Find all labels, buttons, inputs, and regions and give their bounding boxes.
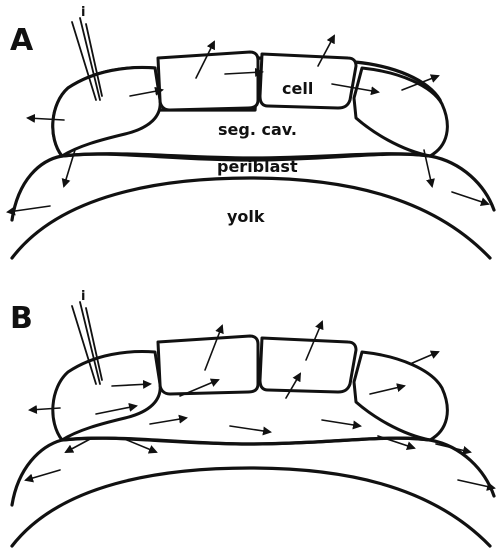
panel-b: B i xyxy=(10,289,494,546)
arrow xyxy=(26,470,60,480)
panel-a-label-periblast: periblast xyxy=(217,157,298,176)
panel-a-label-cell: cell xyxy=(282,79,313,98)
panel-a-label-seg-cav: seg. cav. xyxy=(218,120,297,139)
arrow xyxy=(322,420,360,426)
panel-a-injection-label: i xyxy=(81,5,85,20)
panel-b-injection-label: i xyxy=(81,289,85,304)
arrow xyxy=(436,444,470,452)
panel-b-letter: B xyxy=(10,301,33,336)
arrow xyxy=(410,352,438,364)
panel-a-cell-2 xyxy=(158,52,258,110)
arrow xyxy=(230,426,270,432)
panel-b-cell-3 xyxy=(260,338,356,392)
panel-b-cell-left xyxy=(53,352,160,440)
panel-a-cell-left xyxy=(53,68,160,156)
arrow xyxy=(452,192,488,204)
panel-a: A i xyxy=(8,5,494,258)
arrow xyxy=(150,418,186,424)
panel-b-cell-2 xyxy=(158,336,258,394)
panel-a-letter: A xyxy=(10,23,34,58)
panel-a-cell-right xyxy=(354,68,447,156)
panel-b-seg-cavity-floor xyxy=(62,438,430,444)
panel-a-label-yolk: yolk xyxy=(227,207,265,226)
panel-b-cell-right xyxy=(354,352,447,440)
panel-b-yolk-surface xyxy=(12,468,490,546)
